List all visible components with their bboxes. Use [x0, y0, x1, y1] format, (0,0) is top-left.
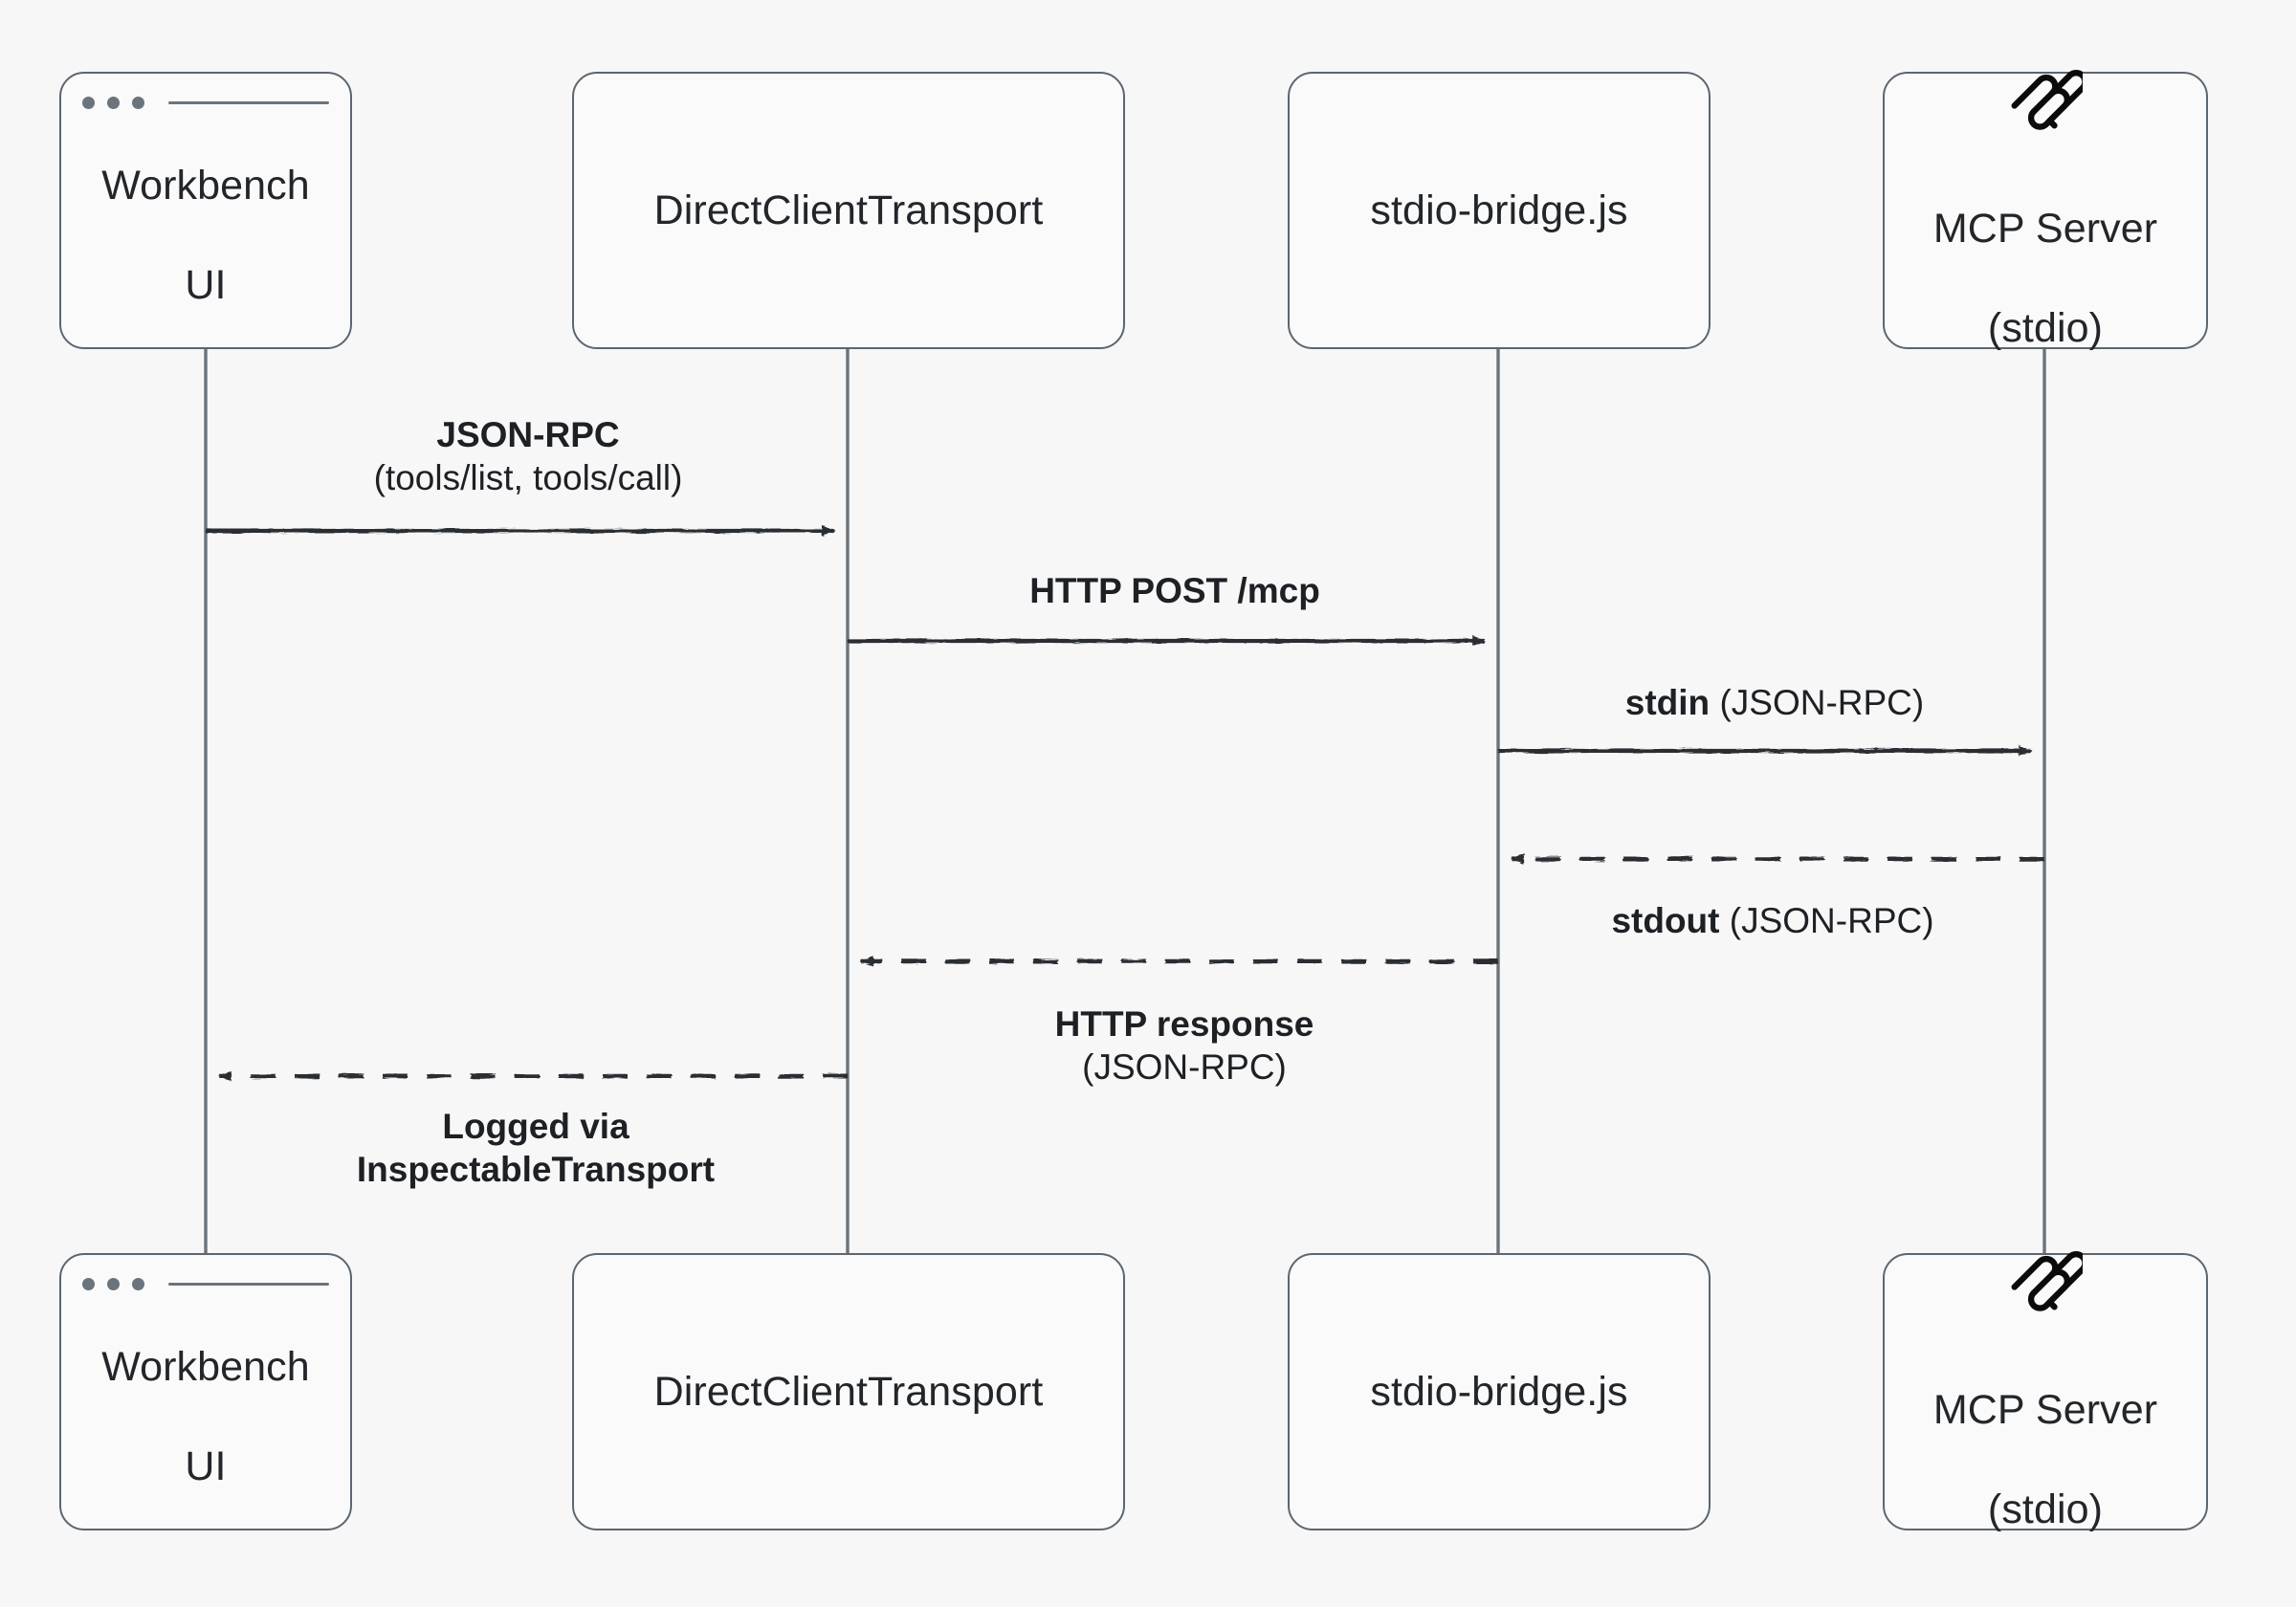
participant-label-line2: UI — [185, 262, 227, 309]
participant-box-stdio-bridge-top[interactable]: stdio-bridge.js — [1288, 72, 1711, 349]
participant-label: MCP Server (stdio) — [1933, 1334, 2157, 1535]
browser-address-bar — [168, 1282, 329, 1286]
message-label-stdout: stdout (JSON-RPC) — [1611, 899, 1933, 942]
message-label-stdin: stdin (JSON-RPC) — [1625, 681, 1924, 724]
message-label-plain: (JSON-RPC) — [1719, 683, 1925, 722]
message-label-bold: stdin — [1624, 683, 1711, 722]
browser-window-icon — [82, 93, 329, 112]
participant-label: Workbench UI — [101, 1291, 310, 1492]
message-label-bold: stdout — [1611, 901, 1720, 940]
message-label-plain: (JSON-RPC) — [1729, 901, 1934, 940]
participant-box-direct-client-transport-top[interactable]: DirectClientTransport — [572, 72, 1125, 349]
browser-dot-3 — [132, 1277, 144, 1290]
participant-label: DirectClientTransport — [653, 1368, 1044, 1415]
message-label-plain: (tools/list, tools/call) — [373, 458, 683, 498]
message-arrows-solid — [206, 525, 2032, 757]
participant-label-line1: MCP Server — [1932, 1386, 2158, 1433]
participant-box-workbench-ui-top[interactable]: Workbench UI — [59, 72, 352, 349]
message-label-bold: JSON-RPC — [436, 415, 620, 454]
participant-label-line2: UI — [185, 1443, 227, 1490]
message-label-json-rpc: JSON-RPC (tools/list, tools/call) — [374, 413, 683, 499]
message-label-logged: Logged via InspectableTransport — [357, 1105, 715, 1191]
message-label-bold: HTTP response — [1054, 1004, 1314, 1044]
participant-label-line2: (stdio) — [1987, 305, 2104, 352]
mcp-logo-icon — [2008, 1248, 2088, 1323]
participant-label-line1: Workbench — [101, 1343, 310, 1390]
participant-box-mcp-server-bottom[interactable]: MCP Server (stdio) — [1883, 1251, 2208, 1532]
browser-dot-3 — [132, 96, 144, 109]
message-label-plain: (JSON-RPC) — [1082, 1047, 1287, 1088]
participant-box-direct-client-transport-bottom[interactable]: DirectClientTransport — [572, 1253, 1125, 1530]
message-label-http-response: HTTP response (JSON-RPC) — [1055, 1002, 1314, 1089]
browser-dot-2 — [107, 1277, 120, 1290]
message-label-plain: InspectableTransport — [356, 1150, 716, 1190]
browser-dot-1 — [82, 1277, 95, 1290]
participant-box-workbench-ui-bottom[interactable]: Workbench UI — [59, 1253, 352, 1530]
participant-label: stdio-bridge.js — [1370, 1368, 1628, 1415]
message-label-http-post: HTTP POST /mcp — [1029, 569, 1320, 612]
mcp-logo-icon — [2008, 67, 2088, 142]
browser-window-icon — [82, 1274, 329, 1293]
browser-address-bar — [168, 100, 329, 104]
browser-dot-1 — [82, 96, 95, 109]
browser-dot-2 — [107, 96, 120, 109]
participant-label-line1: MCP Server — [1932, 205, 2158, 252]
participant-box-mcp-server-top[interactable]: MCP Server (stdio) — [1883, 70, 2208, 351]
message-label-bold: HTTP POST /mcp — [1029, 571, 1320, 610]
participant-label: DirectClientTransport — [653, 187, 1044, 233]
participant-label: Workbench UI — [101, 110, 310, 311]
lifelines — [204, 349, 2046, 1255]
participant-label: MCP Server (stdio) — [1933, 153, 2157, 354]
participant-label: stdio-bridge.js — [1370, 187, 1628, 233]
participant-label-line1: Workbench — [101, 162, 310, 209]
participant-box-stdio-bridge-bottom[interactable]: stdio-bridge.js — [1288, 1253, 1711, 1530]
participant-label-line2: (stdio) — [1987, 1486, 2104, 1533]
message-arrows-dashed — [218, 853, 2044, 1082]
message-label-bold: Logged via — [442, 1107, 629, 1146]
